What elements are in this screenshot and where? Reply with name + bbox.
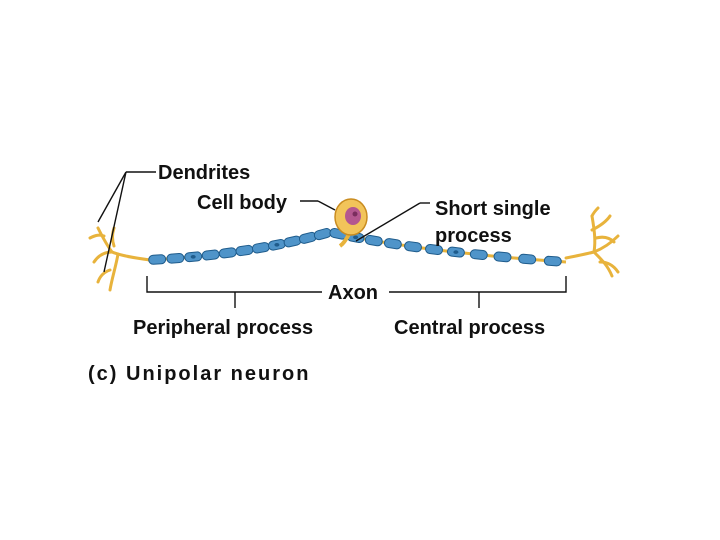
schwann-nucleus [190, 254, 196, 259]
myelin-segment [493, 251, 512, 263]
axon-label: Axon [328, 282, 378, 304]
myelin-segment [148, 254, 167, 265]
myelin-segment [166, 252, 185, 264]
nucleus [345, 207, 361, 225]
myelin-segment [283, 235, 302, 248]
myelin-segment [404, 241, 422, 253]
figure-caption: (c) Unipolar neuron [88, 363, 310, 385]
short-process-label-line1: Short single [435, 198, 551, 220]
schwann-nucleus [453, 250, 459, 254]
myelin-segment [235, 244, 254, 257]
myelin-segment [543, 255, 562, 267]
myelin-segment [383, 238, 402, 250]
short-process-label-line2: process [435, 225, 512, 247]
cell-body-leader-b [317, 200, 336, 211]
peripheral-process-label: Peripheral process [133, 317, 313, 339]
left-dendrites [88, 226, 152, 292]
myelin-segment [425, 243, 443, 256]
myelin-segment [218, 247, 237, 259]
dendrites-leader-b [103, 171, 127, 273]
myelin-segment [201, 249, 220, 261]
myelin-segment [518, 253, 537, 265]
axon-bracket-right [389, 276, 567, 293]
myelin-segment [364, 234, 383, 247]
right-dendrites [564, 206, 620, 278]
schwann-nucleus [353, 235, 359, 240]
schwann-nucleus [274, 243, 280, 247]
cell-body-label: Cell body [197, 192, 288, 214]
short-process-leader-b [355, 202, 421, 242]
myelin-segment [313, 228, 332, 241]
myelin-segment [469, 249, 488, 261]
myelin-segment [251, 242, 270, 254]
central-process-label: Central process [394, 317, 545, 339]
dendrites-leader-a [97, 171, 127, 223]
axon-bracket-left [146, 276, 322, 293]
nucleolus [352, 211, 358, 217]
dendrites-label: Dendrites [158, 162, 250, 184]
